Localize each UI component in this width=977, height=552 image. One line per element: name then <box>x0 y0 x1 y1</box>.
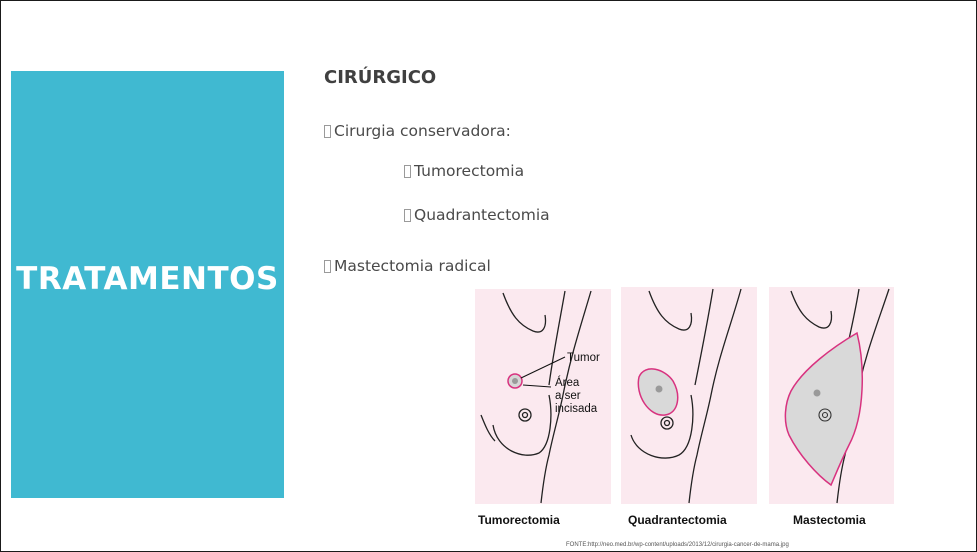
bullet-mark-icon <box>324 125 331 138</box>
nipple-3 <box>818 408 832 422</box>
surgery-illustration: Tumor Área a ser incisada <box>475 287 894 504</box>
torso-drawing-2 <box>630 288 742 504</box>
tumor-core-3 <box>813 389 821 397</box>
bullet-mark-icon <box>404 165 411 178</box>
bullet-tumorectomia: Tumorectomia <box>404 162 524 180</box>
title-panel <box>11 71 284 498</box>
annotation-area-1: Área <box>555 376 580 389</box>
source-citation: FONTE:http://neo.med.br/wp-content/uploa… <box>566 542 789 548</box>
bullet-cirurgia-conservadora: Cirurgia conservadora: <box>324 122 511 140</box>
tumor-core-2 <box>655 385 663 393</box>
tumor-core <box>512 378 518 384</box>
caption-tumorectomia: Tumorectomia <box>478 513 560 527</box>
panel-title: TRATAMENTOS <box>16 261 279 297</box>
annotation-area-2: a ser <box>555 390 581 402</box>
nipple-core-3 <box>821 411 829 419</box>
bullet-mastectomia-radical: Mastectomia radical <box>324 257 491 275</box>
annotation-tumor: Tumor <box>567 352 600 364</box>
caption-quadrantectomia: Quadrantectomia <box>628 513 727 527</box>
tumor-pointer <box>520 356 566 379</box>
bullet-mark-icon <box>324 260 331 273</box>
bullet-text: Tumorectomia <box>414 162 525 180</box>
area-pointer <box>522 384 552 388</box>
bullet-mark-icon <box>404 209 411 222</box>
bullet-text: Mastectomia radical <box>334 257 491 275</box>
bullet-text: Cirurgia conservadora: <box>334 122 511 140</box>
bullet-quadrantectomia: Quadrantectomia <box>404 206 550 224</box>
annotation-area-3: incisada <box>555 403 598 415</box>
caption-mastectomia: Mastectomia <box>793 513 866 527</box>
section-title: CIRÚRGICO <box>324 67 437 88</box>
panel-bg-tumorectomia <box>475 289 611 504</box>
torso-drawing-1 <box>480 290 592 504</box>
bullet-text: Quadrantectomia <box>414 206 550 224</box>
